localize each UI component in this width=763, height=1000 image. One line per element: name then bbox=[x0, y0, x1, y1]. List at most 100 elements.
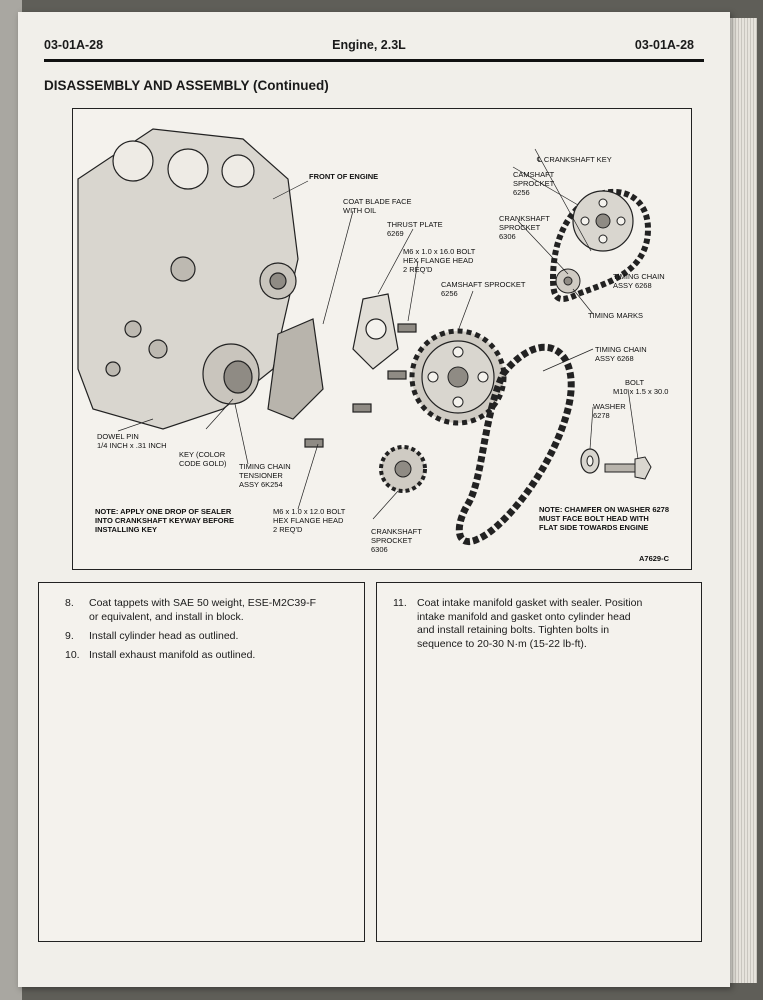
svg-text:CODE GOLD): CODE GOLD) bbox=[179, 459, 227, 468]
svg-text:WASHER: WASHER bbox=[593, 402, 626, 411]
section-title: DISASSEMBLY AND ASSEMBLY (Continued) bbox=[44, 78, 329, 93]
label-timing-chain-1: TIMING CHAIN bbox=[595, 345, 647, 354]
tensioner-drawing bbox=[267, 318, 324, 420]
label-cam-sprocket-1: CAMSHAFT SPROCKET bbox=[441, 280, 526, 289]
svg-text:SPROCKET: SPROCKET bbox=[499, 223, 541, 232]
step-number: 9. bbox=[65, 630, 74, 642]
svg-text:NOTE: CHAMFER ON WASHER 6278: NOTE: CHAMFER ON WASHER 6278 bbox=[539, 505, 669, 514]
label-key-1: KEY (COLOR bbox=[179, 450, 226, 459]
svg-text:℄ CRANKSHAFT KEY: ℄ CRANKSHAFT KEY bbox=[536, 155, 612, 164]
svg-text:6306: 6306 bbox=[371, 545, 388, 554]
page-code-right: 03-01A-28 bbox=[634, 38, 694, 52]
svg-text:2 REQ'D: 2 REQ'D bbox=[273, 525, 303, 534]
label-key-2: CODE GOLD) bbox=[179, 459, 227, 468]
label-bolt-m6-12-2: HEX FLANGE HEAD bbox=[273, 516, 344, 525]
svg-text:FLAT SIDE TOWARDS ENGINE: FLAT SIDE TOWARDS ENGINE bbox=[539, 523, 648, 532]
note-left-line-2: INTO CRANKSHAFT KEYWAY BEFORE bbox=[95, 516, 234, 525]
exploded-view-figure: FRONT OF ENGINE COAT BLADE FACE WITH OIL… bbox=[72, 108, 692, 570]
label-timing-chain-top-2: ASSY 6268 bbox=[613, 281, 652, 290]
steps-left-box: 8. Coat tappets with SAE 50 weight, ESE-… bbox=[38, 582, 365, 942]
label-tensioner-1: TIMING CHAIN bbox=[239, 462, 291, 471]
svg-text:MUST FACE BOLT HEAD WITH: MUST FACE BOLT HEAD WITH bbox=[539, 514, 649, 523]
svg-text:2 REQ'D: 2 REQ'D bbox=[403, 265, 433, 274]
background-surface bbox=[0, 0, 22, 1000]
figure-id: A7629-C bbox=[639, 554, 670, 563]
svg-text:6269: 6269 bbox=[387, 229, 404, 238]
step-number: 8. bbox=[65, 597, 74, 609]
step-line: intake manifold and gasket onto cylinder… bbox=[417, 610, 631, 623]
steps-right-box: 11. Coat intake manifold gasket with sea… bbox=[376, 582, 702, 942]
note-right-line-1: NOTE: CHAMFER ON WASHER 6278 bbox=[539, 505, 669, 514]
svg-text:WITH OIL: WITH OIL bbox=[343, 206, 376, 215]
label-cam-sprocket-top-1: CAMSHAFT bbox=[513, 170, 555, 179]
bolt-m10-drawing bbox=[604, 463, 636, 473]
label-crank-sprocket-2: SPROCKET bbox=[371, 536, 413, 545]
label-bolt-m6-16-3: 2 REQ'D bbox=[403, 265, 433, 274]
step-number: 10. bbox=[65, 649, 80, 661]
manual-page: 03-01A-28 Engine, 2.3L 03-01A-28 DISASSE… bbox=[18, 12, 730, 987]
label-thrust-plate-2: 6269 bbox=[387, 229, 404, 238]
label-cam-sprocket-top-2: SPROCKET bbox=[513, 179, 555, 188]
svg-text:TENSIONER: TENSIONER bbox=[239, 471, 283, 480]
label-crankshaft-key: ℄ CRANKSHAFT KEY bbox=[536, 155, 612, 164]
svg-text:A7629-C: A7629-C bbox=[639, 554, 670, 563]
label-timing-marks: TIMING MARKS bbox=[588, 311, 643, 320]
label-dowel-pin-2: 1/4 INCH x .31 INCH bbox=[97, 441, 167, 450]
svg-text:M6 x 1.0 x 16.0 BOLT: M6 x 1.0 x 16.0 BOLT bbox=[403, 247, 476, 256]
step-line: and install retaining bolts. Tighten bol… bbox=[417, 624, 610, 636]
label-bolt-m6-12-1: M6 x 1.0 x 12.0 BOLT bbox=[273, 507, 346, 516]
svg-text:TIMING MARKS: TIMING MARKS bbox=[588, 311, 643, 320]
timing-chain-drawing bbox=[455, 343, 575, 545]
label-bolt-m10-1: BOLT bbox=[625, 378, 644, 387]
chapter-title: Engine, 2.3L bbox=[332, 38, 406, 52]
header-rule bbox=[44, 59, 704, 62]
label-crank-sprocket-1: CRANKSHAFT bbox=[371, 527, 422, 536]
svg-text:SPROCKET: SPROCKET bbox=[371, 536, 413, 545]
label-bolt-m10-2: M10 x 1.5 x 30.0 bbox=[613, 387, 668, 396]
svg-text:TIMING CHAIN: TIMING CHAIN bbox=[613, 272, 665, 281]
timing-components-illustration: FRONT OF ENGINE COAT BLADE FACE WITH OIL… bbox=[77, 128, 670, 563]
label-coat-blade-2: WITH OIL bbox=[343, 206, 376, 215]
svg-text:CRANKSHAFT: CRANKSHAFT bbox=[499, 214, 550, 223]
crankshaft-sprocket-drawing bbox=[379, 445, 427, 493]
svg-text:CRANKSHAFT: CRANKSHAFT bbox=[371, 527, 422, 536]
svg-text:1/4 INCH x .31 INCH: 1/4 INCH x .31 INCH bbox=[97, 441, 167, 450]
label-tensioner-2: TENSIONER bbox=[239, 471, 283, 480]
svg-text:ASSY 6268: ASSY 6268 bbox=[595, 354, 634, 363]
page-code-left: 03-01A-28 bbox=[44, 38, 104, 52]
label-bolt-m6-16-1: M6 x 1.0 x 16.0 BOLT bbox=[403, 247, 476, 256]
camshaft-sprocket-drawing bbox=[409, 328, 507, 426]
svg-text:M10 x 1.5 x 30.0: M10 x 1.5 x 30.0 bbox=[613, 387, 668, 396]
label-dowel-pin-1: DOWEL PIN bbox=[97, 432, 139, 441]
svg-text:M6 x 1.0 x 12.0 BOLT: M6 x 1.0 x 12.0 BOLT bbox=[273, 507, 346, 516]
label-crank-sprocket-top-3: 6306 bbox=[499, 232, 516, 241]
svg-text:6256: 6256 bbox=[441, 289, 458, 298]
svg-text:6306: 6306 bbox=[499, 232, 516, 241]
svg-text:FRONT OF ENGINE: FRONT OF ENGINE bbox=[309, 172, 378, 181]
label-cam-sprocket-top-3: 6256 bbox=[513, 188, 530, 197]
label-timing-chain-top-1: TIMING CHAIN bbox=[613, 272, 665, 281]
step-line: Coat intake manifold gasket with sealer.… bbox=[417, 597, 643, 609]
label-bolt-m6-16-2: HEX FLANGE HEAD bbox=[403, 256, 474, 265]
timing-marks-inset-drawing bbox=[549, 189, 652, 302]
label-washer-1: WASHER bbox=[593, 402, 626, 411]
label-coat-blade-1: COAT BLADE FACE bbox=[343, 197, 412, 206]
svg-text:INTO CRANKSHAFT KEYWAY BEFORE: INTO CRANKSHAFT KEYWAY BEFORE bbox=[95, 516, 234, 525]
label-tensioner-3: ASSY 6K254 bbox=[239, 480, 283, 489]
svg-text:CAMSHAFT: CAMSHAFT bbox=[513, 170, 555, 179]
svg-text:CAMSHAFT SPROCKET: CAMSHAFT SPROCKET bbox=[441, 280, 526, 289]
step-number: 11. bbox=[393, 597, 407, 609]
label-crank-sprocket-3: 6306 bbox=[371, 545, 388, 554]
svg-text:SPROCKET: SPROCKET bbox=[513, 179, 555, 188]
svg-text:6278: 6278 bbox=[593, 411, 610, 420]
note-left-line-1: NOTE: APPLY ONE DROP OF SEALER bbox=[95, 507, 232, 516]
step-line: Install exhaust manifold as outlined. bbox=[89, 649, 256, 661]
svg-text:INSTALLING KEY: INSTALLING KEY bbox=[95, 525, 157, 534]
svg-text:COAT BLADE FACE: COAT BLADE FACE bbox=[343, 197, 412, 206]
step-line: or equivalent, and install in block. bbox=[89, 610, 244, 623]
label-bolt-m6-12-3: 2 REQ'D bbox=[273, 525, 303, 534]
svg-text:6256: 6256 bbox=[513, 188, 530, 197]
label-crank-sprocket-top-1: CRANKSHAFT bbox=[499, 214, 550, 223]
svg-text:HEX FLANGE HEAD: HEX FLANGE HEAD bbox=[273, 516, 344, 525]
svg-text:DOWEL PIN: DOWEL PIN bbox=[97, 432, 139, 441]
